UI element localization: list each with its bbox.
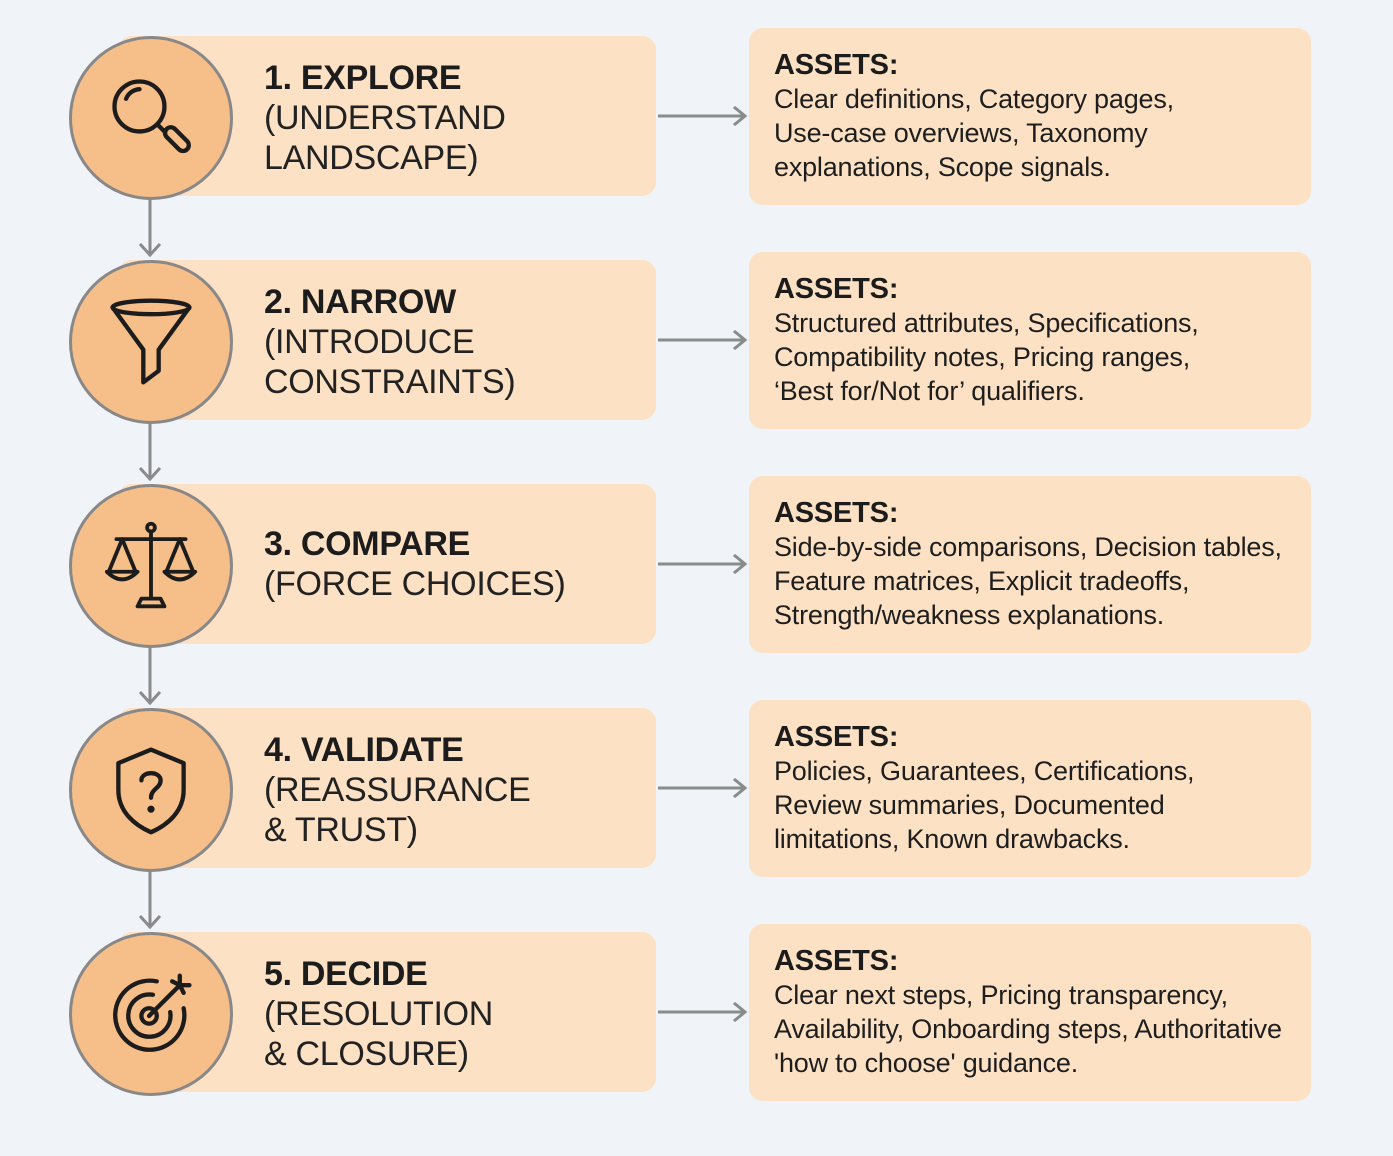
stage-validate: 4. VALIDATE (REASSURANCE & TRUST) ASSETS…: [0, 700, 1393, 932]
assets-list: Clear next steps, Pricing transparency, …: [774, 980, 1282, 1078]
stage-subtitle: (FORCE CHOICES): [264, 565, 566, 603]
stage-title: 2. NARROW: [264, 283, 456, 321]
assets-card: ASSETS: Clear next steps, Pricing transp…: [749, 924, 1311, 1101]
assets-list: Clear definitions, Category pages, Use-c…: [774, 84, 1174, 182]
assets-card: ASSETS: Policies, Guarantees, Certificat…: [749, 700, 1311, 877]
right-arrow: [658, 778, 748, 798]
stage-icon-circle: [69, 260, 233, 424]
stage-compare: 3. COMPARE (FORCE CHOICES) ASSETS: Side-…: [0, 476, 1393, 708]
assets-text: ASSETS: Structured attributes, Specifica…: [774, 272, 1314, 408]
stage-subtitle: (RESOLUTION & CLOSURE): [264, 995, 494, 1073]
stage-title: 3. COMPARE: [264, 525, 471, 563]
assets-text: ASSETS: Clear next steps, Pricing transp…: [774, 944, 1314, 1080]
assets-heading: ASSETS:: [774, 49, 899, 81]
assets-card: ASSETS: Structured attributes, Specifica…: [749, 252, 1311, 429]
assets-card: ASSETS: Side-by-side comparisons, Decisi…: [749, 476, 1311, 653]
shield-question-icon: [116, 747, 186, 835]
stage-text: 2. NARROW (INTRODUCE CONSTRAINTS): [264, 282, 644, 402]
stage-title: 4. VALIDATE: [264, 731, 464, 769]
stage-title: 1. EXPLORE: [264, 59, 462, 97]
stage-text: 3. COMPARE (FORCE CHOICES): [264, 524, 644, 604]
magnifier-icon: [112, 79, 191, 154]
stage-narrow: 2. NARROW (INTRODUCE CONSTRAINTS) ASSETS…: [0, 252, 1393, 484]
stage-title: 5. DECIDE: [264, 955, 428, 993]
down-arrow: [138, 198, 162, 258]
stage-icon-circle: [69, 484, 233, 648]
assets-heading: ASSETS:: [774, 273, 899, 305]
stage-explore: 1. EXPLORE (UNDERSTAND LANDSCAPE) ASSETS…: [0, 28, 1393, 260]
funnel-icon: [110, 298, 192, 385]
down-arrow: [138, 870, 162, 930]
target-icon: [113, 973, 192, 1052]
stage-icon-circle: [69, 932, 233, 1096]
assets-list: Policies, Guarantees, Certifications, Re…: [774, 756, 1195, 854]
stage-text: 5. DECIDE (RESOLUTION & CLOSURE): [264, 954, 644, 1074]
stage-icon-circle: [69, 708, 233, 872]
right-arrow: [658, 554, 748, 574]
right-arrow: [658, 106, 748, 126]
stage-text: 4. VALIDATE (REASSURANCE & TRUST): [264, 730, 644, 850]
assets-list: Side-by-side comparisons, Decision table…: [774, 532, 1282, 630]
stage-subtitle: (REASSURANCE & TRUST): [264, 771, 531, 849]
stage-subtitle: (INTRODUCE CONSTRAINTS): [264, 323, 516, 401]
stage-text: 1. EXPLORE (UNDERSTAND LANDSCAPE): [264, 58, 644, 178]
assets-text: ASSETS: Side-by-side comparisons, Decisi…: [774, 496, 1314, 632]
assets-heading: ASSETS:: [774, 497, 899, 529]
down-arrow: [138, 646, 162, 706]
right-arrow: [658, 1002, 748, 1022]
stage-subtitle: (UNDERSTAND LANDSCAPE): [264, 99, 506, 177]
assets-heading: ASSETS:: [774, 721, 899, 753]
assets-card: ASSETS: Clear definitions, Category page…: [749, 28, 1311, 205]
assets-text: ASSETS: Clear definitions, Category page…: [774, 48, 1314, 184]
stage-icon-circle: [69, 36, 233, 200]
stage-decide: 5. DECIDE (RESOLUTION & CLOSURE) ASSETS:…: [0, 924, 1393, 1156]
assets-text: ASSETS: Policies, Guarantees, Certificat…: [774, 720, 1314, 856]
assets-heading: ASSETS:: [774, 945, 899, 977]
down-arrow: [138, 422, 162, 482]
scales-icon: [104, 521, 198, 609]
assets-list: Structured attributes, Specifications, C…: [774, 308, 1199, 406]
right-arrow: [658, 330, 748, 350]
